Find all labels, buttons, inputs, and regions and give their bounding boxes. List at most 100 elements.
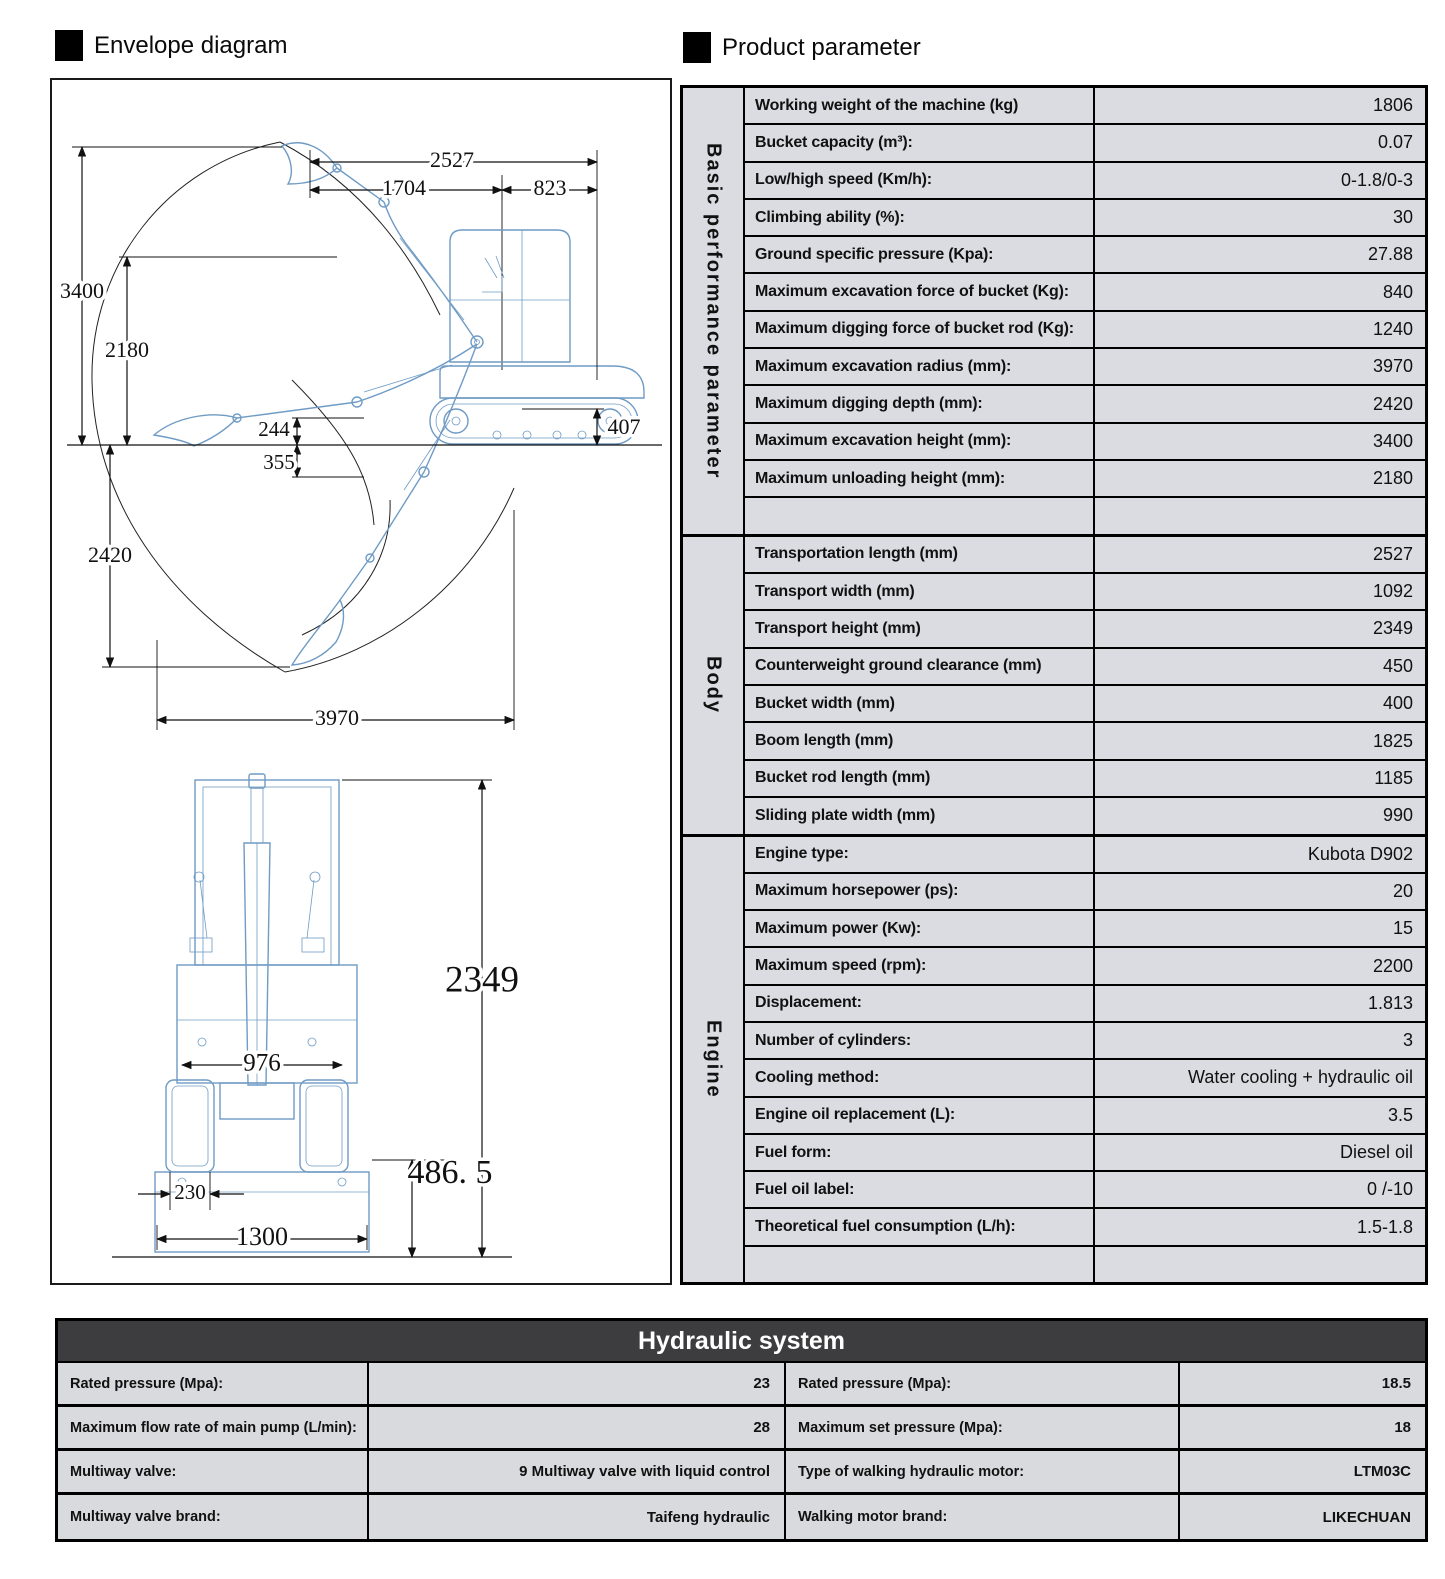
- param-label: Engine oil replacement (L):: [745, 1097, 1095, 1133]
- param-row: Transport width (mm)1092: [745, 573, 1425, 612]
- front-machine: [154, 773, 370, 1253]
- param-row: Maximum unloading height (mm):2180: [745, 460, 1425, 499]
- param-value: Kubota D902: [1307, 843, 1413, 864]
- dim-3400: 3400: [60, 278, 104, 303]
- hydraulic-label-left: Rated pressure (Mpa):: [58, 1363, 369, 1404]
- param-row: Bucket width (mm) 400: [745, 686, 1425, 724]
- param-row: Maximum digging force of bucket rod (Kg)…: [745, 311, 1425, 350]
- param-label: Number of cylinders:: [745, 1022, 1095, 1059]
- side-arm-down: [290, 343, 478, 666]
- product-parameter-table: Basic performance parameter Working weig…: [680, 85, 1428, 1285]
- param-row: Number of cylinders: 3: [745, 1022, 1425, 1061]
- param-row: Maximum digging depth (mm):2420: [745, 386, 1425, 424]
- envelope-diagram-title-text: Envelope diagram: [94, 31, 288, 59]
- param-label: Bucket capacity (m³):: [745, 125, 1095, 161]
- black-square-bullet-icon: [683, 32, 711, 63]
- hydraulic-row: Multiway valve:9 Multiway valve with liq…: [58, 1451, 1425, 1495]
- param-label: Theoretical fuel consumption (L/h):: [745, 1209, 1095, 1245]
- hydraulic-label-left: Maximum flow rate of main pump (L/min):: [58, 1407, 369, 1448]
- param-value: 2349: [1372, 618, 1413, 639]
- hydraulic-label-right: Type of walking hydraulic motor:: [786, 1451, 1180, 1492]
- section-header-body: Body: [683, 536, 745, 834]
- param-label: Bucket rod length (mm): [745, 760, 1095, 797]
- param-label: Maximum digging depth (mm):: [745, 386, 1095, 422]
- hydraulic-value-right: LTM03C: [1353, 1463, 1411, 1480]
- dim-244: 244: [258, 417, 290, 441]
- param-row: Fuel oil label: 0 /-10: [745, 1172, 1425, 1210]
- param-row: Bucket capacity (m³): 0.07: [745, 125, 1425, 163]
- param-label: Maximum excavation force of bucket (Kg):: [745, 274, 1095, 310]
- param-row: Cooling method:Water cooling + hydraulic…: [745, 1060, 1425, 1098]
- param-row: Boom length (mm)1825: [745, 723, 1425, 761]
- param-row: [745, 498, 1425, 534]
- param-row: Bucket rod length (mm)1185: [745, 760, 1425, 799]
- hydraulic-label-left: Multiway valve:: [58, 1451, 369, 1492]
- dim-2527: 2527: [430, 147, 474, 172]
- param-label: [745, 498, 1095, 534]
- param-value: 0-1.8/0-3: [1340, 169, 1413, 190]
- excavator-envelope-drawing: 2527 1704 823 3400 2180 244: [57, 141, 662, 1259]
- param-label: Ground specific pressure (Kpa):: [745, 237, 1095, 273]
- param-value: 20: [1392, 880, 1413, 901]
- side-view-dimensions: 2527 1704 823 3400 2180 244: [57, 144, 645, 734]
- side-view-group: 2527 1704 823 3400 2180 244: [57, 141, 662, 734]
- param-value: 400: [1382, 693, 1413, 714]
- param-value: 450: [1382, 655, 1413, 676]
- dim-976: 976: [243, 1050, 281, 1077]
- param-value: 0 /-10: [1366, 1179, 1413, 1200]
- param-row: Maximum power (Kw): 15: [745, 911, 1425, 949]
- param-label: Counterweight ground clearance (mm): [745, 648, 1095, 684]
- param-label: Maximum power (Kw):: [745, 911, 1095, 947]
- dim-486-5: 486. 5: [408, 1154, 493, 1191]
- param-label: Maximum excavation height (mm):: [745, 423, 1095, 459]
- dim-2180: 2180: [105, 337, 149, 362]
- param-value: 0.07: [1377, 132, 1413, 153]
- param-value: 1240: [1372, 318, 1413, 339]
- param-value: 1.5-1.8: [1356, 1216, 1413, 1237]
- hydraulic-value-right: 18: [1394, 1419, 1411, 1436]
- param-label: Maximum horsepower (ps):: [745, 873, 1095, 910]
- param-value: 27.88: [1367, 244, 1413, 265]
- param-value: 2200: [1372, 955, 1413, 976]
- param-label: Transportation length (mm): [745, 536, 1095, 572]
- dim-3970: 3970: [315, 705, 359, 730]
- param-value: 990: [1382, 805, 1413, 826]
- param-label: Working weight of the machine (kg): [745, 88, 1095, 124]
- dim-230: 230: [174, 1180, 206, 1204]
- envelope-diagram-panel: 2527 1704 823 3400 2180 244: [50, 78, 672, 1285]
- hydraulic-value-left: 23: [369, 1363, 786, 1404]
- param-value: 2527: [1372, 543, 1413, 564]
- product-parameter-title-text: Product parameter: [722, 33, 921, 61]
- param-label: Boom length (mm): [745, 723, 1095, 759]
- hydraulic-label-left: Multiway valve brand:: [58, 1495, 369, 1539]
- hydraulic-row: Maximum flow rate of main pump (L/min):2…: [58, 1407, 1425, 1451]
- param-row: Sliding plate width (mm) 990: [745, 798, 1425, 834]
- black-square-bullet-icon: [55, 30, 83, 61]
- dim-407: 407: [608, 414, 641, 439]
- param-label: Transport height (mm): [745, 611, 1095, 647]
- param-value: 30: [1392, 207, 1413, 228]
- param-value: 3: [1402, 1030, 1413, 1051]
- param-label: Fuel oil label:: [745, 1172, 1095, 1208]
- param-label: Engine type:: [745, 836, 1095, 872]
- param-row: Engine type: Kubota D902: [745, 836, 1425, 874]
- param-row: Theoretical fuel consumption (L/h): 1.5-1…: [745, 1209, 1425, 1247]
- param-label: Sliding plate width (mm): [745, 798, 1095, 834]
- hydraulic-value-left: 9 Multiway valve with liquid control: [369, 1451, 786, 1492]
- hydraulic-label-right: Rated pressure (Mpa):: [786, 1363, 1180, 1404]
- param-value: 1806: [1372, 95, 1413, 116]
- param-row: Ground specific pressure (Kpa): 27.88: [745, 237, 1425, 275]
- param-value: 15: [1392, 918, 1413, 939]
- dim-2349: 2349: [445, 959, 519, 1000]
- param-row: Working weight of the machine (kg) 1806: [745, 88, 1425, 126]
- param-row: Engine oil replacement (L):3.5: [745, 1097, 1425, 1135]
- section-header-engine: Engine: [683, 836, 745, 1282]
- hydraulic-value-right: LIKECHUAN: [1322, 1508, 1411, 1526]
- param-label: Bucket width (mm): [745, 686, 1095, 722]
- hydraulic-system-header: Hydraulic system: [58, 1321, 1425, 1363]
- hydraulic-value-left: Taifeng hydraulic: [369, 1495, 786, 1539]
